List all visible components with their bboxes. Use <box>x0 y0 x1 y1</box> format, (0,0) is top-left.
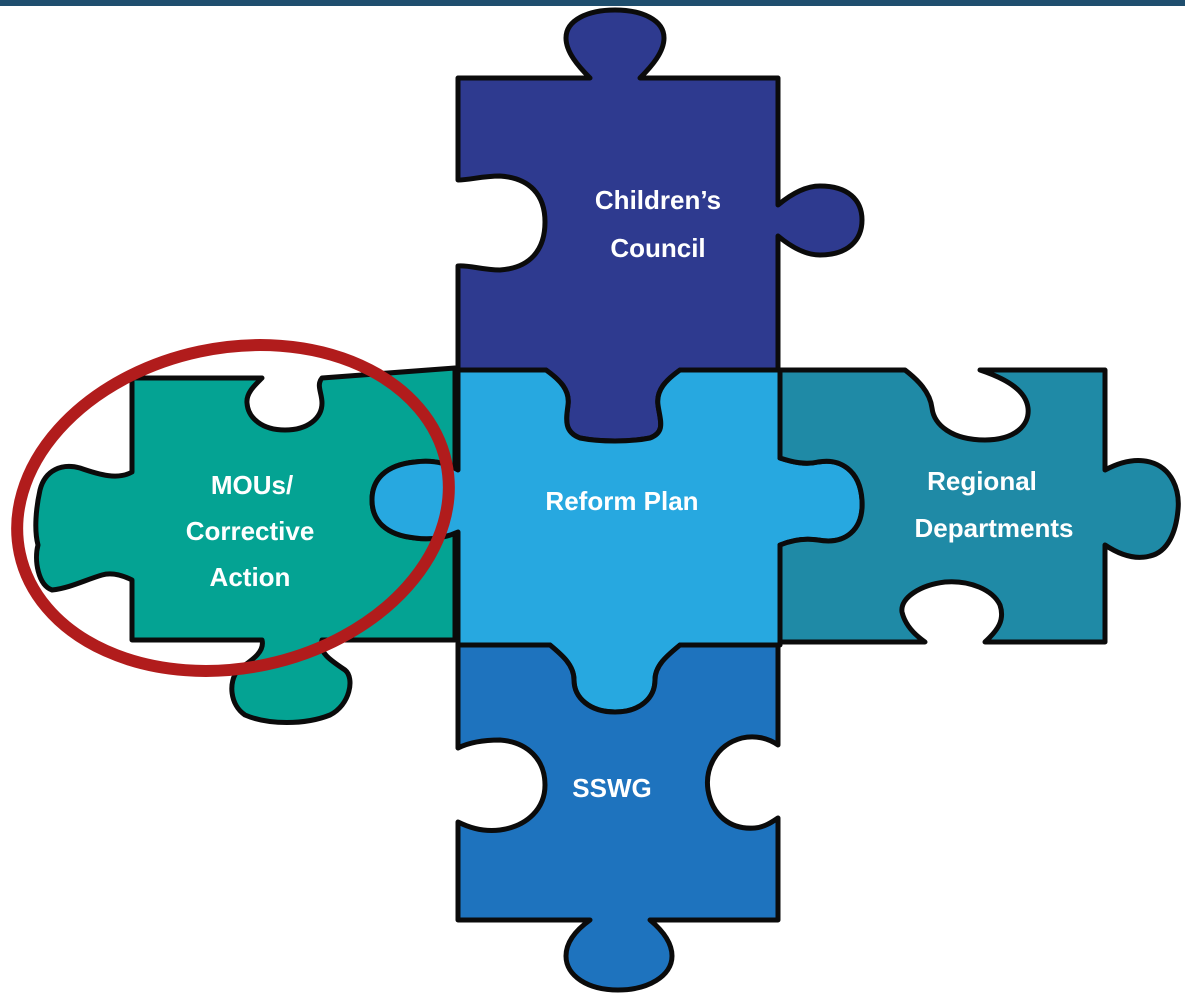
label-regional-departments-line-2: Departments <box>915 513 1074 543</box>
highlight-ellipse <box>11 339 455 677</box>
top-bar <box>0 0 1185 6</box>
label-reform-plan: Reform Plan <box>545 486 698 516</box>
label-mous-line-1: MOUs/ <box>211 470 293 500</box>
label-mous-line-2: Corrective <box>186 516 315 546</box>
label-mous-line-3: Action <box>210 562 291 592</box>
label-sswg: SSWG <box>572 773 651 803</box>
label-childrens-council-line-2: Council <box>610 233 705 263</box>
label-childrens-council-line-1: Children’s <box>595 185 721 215</box>
label-regional-departments-line-1: Regional <box>927 466 1037 496</box>
puzzle-piece-regional-departments <box>777 367 1181 645</box>
puzzle-piece-sswg <box>455 642 781 993</box>
